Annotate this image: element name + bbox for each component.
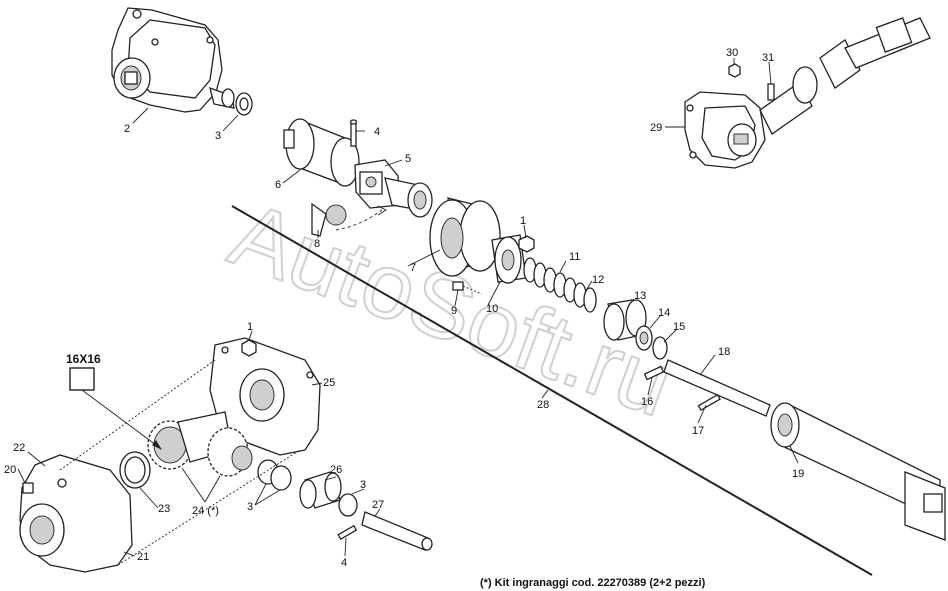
- part-31-bolt: [767, 83, 775, 101]
- label-part-1-top: 1: [520, 215, 526, 227]
- part-1-nut-bottom: [241, 339, 257, 357]
- part-number-labels: 2 3 4 6 5 8 7 9 10 1 11 12 13 14 15 18 1…: [4, 47, 804, 569]
- label-part-2: 2: [124, 123, 130, 135]
- label-part-15: 15: [673, 321, 685, 333]
- leader-lines: [17, 58, 799, 557]
- part-3-washers-bottom: [257, 459, 358, 517]
- part-26-bush: [299, 471, 342, 509]
- label-part-25: 25: [323, 377, 335, 389]
- part-27-shaft: [361, 511, 433, 551]
- part-4-pin-bottom: [337, 524, 358, 540]
- part-8-key-detail: [311, 202, 387, 237]
- label-part-5: 5: [405, 153, 411, 165]
- part-4-pin-top: [349, 119, 358, 147]
- part-16-pin: [643, 365, 665, 381]
- part-19-tube: [770, 402, 946, 541]
- label-part-22: 22: [13, 442, 25, 454]
- label-part-13: 13: [634, 290, 646, 302]
- label-part-3-bottom-right: 3: [360, 479, 366, 491]
- part-25-housing: [209, 337, 321, 456]
- label-part-19: 19: [792, 468, 804, 480]
- footnote: (*) Kit ingranaggi cod. 22270389 (2+2 pe…: [480, 577, 706, 589]
- label-part-28: 28: [537, 399, 549, 411]
- label-part-8: 8: [314, 238, 320, 250]
- top-right-drive-shaft: [759, 17, 931, 135]
- label-part-21: 21: [137, 551, 149, 563]
- label-part-14: 14: [658, 307, 670, 319]
- part-23-seals: [119, 451, 151, 489]
- label-part-6: 6: [275, 179, 281, 191]
- label-part-9: 9: [451, 305, 457, 317]
- label-part-11: 11: [569, 251, 580, 263]
- label-part-10: 10: [486, 303, 498, 315]
- label-part-4-top: 4: [374, 126, 380, 138]
- label-part-23: 23: [158, 503, 170, 515]
- size-callout-box: [69, 367, 95, 391]
- part-2-housing: [111, 7, 235, 113]
- part-29-housing: [684, 91, 766, 169]
- label-part-17: 17: [692, 425, 704, 437]
- label-part-3-bottom-left: 3: [247, 501, 253, 513]
- part-3-washer: [235, 92, 253, 116]
- label-part-27: 27: [372, 499, 384, 511]
- axis-line: [231, 205, 873, 576]
- part-6-cylinder: [283, 118, 360, 187]
- part-5-universal-joint: [354, 159, 433, 218]
- label-part-26: 26: [330, 464, 342, 476]
- part-30-nut: [728, 63, 741, 78]
- part-14-washer: [635, 325, 653, 351]
- label-part-30: 30: [726, 47, 738, 59]
- part-11-spring: [523, 257, 597, 313]
- part-18-shaft: [663, 359, 771, 417]
- part-17-pin: [697, 393, 721, 411]
- size-callout: 16X16: [66, 352, 162, 450]
- part-1-nut-top: [518, 235, 535, 253]
- label-part-4-bottom: 4: [341, 557, 347, 569]
- part-10-flange: [491, 234, 527, 284]
- label-part-7: 7: [410, 262, 416, 274]
- label-part-24: 24 (*): [192, 505, 219, 517]
- size-callout-label: 16X16: [66, 352, 101, 366]
- label-part-3-top: 3: [215, 130, 221, 142]
- part-7-ring: [429, 197, 501, 277]
- label-part-18: 18: [718, 346, 730, 358]
- label-part-16: 16: [641, 396, 653, 408]
- part-24-gears: [147, 411, 253, 477]
- part-22-housing-front: [19, 454, 133, 573]
- part-20-bolt: [22, 482, 34, 494]
- label-part-20: 20: [4, 464, 16, 476]
- label-part-1-bottom: 1: [247, 321, 253, 333]
- part-15-circlip: [652, 336, 668, 360]
- label-part-12: 12: [592, 274, 604, 286]
- label-part-31: 31: [762, 52, 774, 64]
- label-part-29: 29: [650, 122, 662, 134]
